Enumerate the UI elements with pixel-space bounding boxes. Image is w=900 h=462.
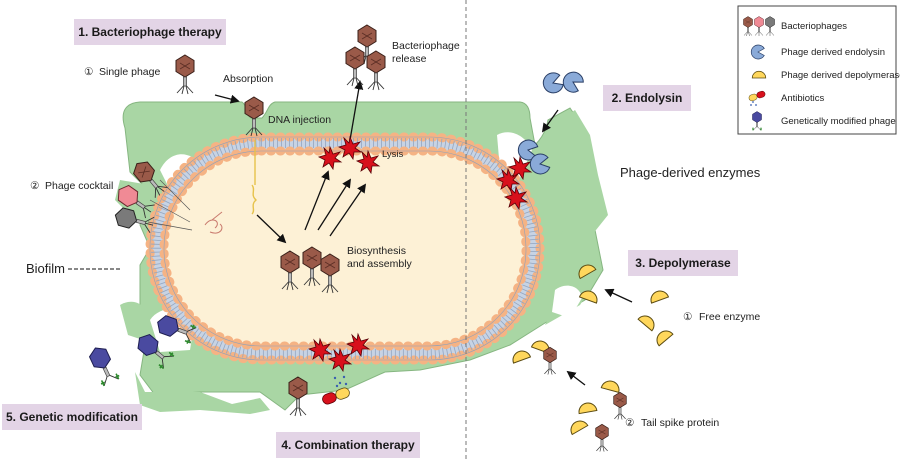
- phage-cocktail-number: ②: [30, 180, 40, 192]
- section-title-4: 4. Combination therapy: [281, 438, 415, 452]
- biofilm-label: Biofilm: [26, 261, 65, 276]
- legend-label-gm-phage: Genetically modified phage: [781, 116, 896, 127]
- free-enzyme-label: Free enzyme: [699, 311, 760, 323]
- section-title-1: 1. Bacteriophage therapy: [78, 25, 222, 39]
- dna-injection-label: DNA injection: [268, 114, 331, 126]
- phage-cocktail-group: [112, 157, 193, 235]
- single-phage-label: Single phage: [99, 66, 160, 78]
- legend-label-endolysin: Phage derived endolysin: [781, 47, 885, 58]
- cocktail-dna: [204, 211, 223, 234]
- lysis-label: Lysis: [382, 149, 404, 160]
- tail-spike-group: [509, 337, 627, 452]
- bacterial-cell: [145, 132, 545, 365]
- release-label-line1: Bacteriophage: [392, 40, 460, 52]
- section-title-5: 5. Genetic modification: [6, 410, 138, 424]
- single-phage-number: ①: [84, 66, 94, 78]
- released-phage-icon: [345, 46, 365, 87]
- dna-strand: [251, 140, 258, 215]
- section-title-3: 3. Depolymerase: [635, 256, 731, 270]
- legend-label-antibiotics: Antibiotics: [781, 93, 825, 104]
- biosynthesis-label-line1: Biosynthesis: [347, 245, 406, 257]
- phage-cocktail-label: Phage cocktail: [45, 180, 113, 192]
- antibiotic-capsule-icon: [322, 387, 350, 405]
- process-arrows: [214, 80, 633, 386]
- antibiotics-icon: [748, 90, 766, 102]
- legend-label-depolymerase: Phage derived depolymerase: [781, 70, 900, 81]
- absorption-label: Absorption: [223, 73, 273, 85]
- biosynthesis-label-line2: and assembly: [347, 258, 413, 270]
- legend: Bacteriophages Phage derived endolysin P…: [737, 5, 900, 135]
- free-enzyme-number: ①: [683, 311, 693, 323]
- single-phage-icon: [175, 54, 195, 95]
- tail-spike-label: Tail spike protein: [641, 417, 719, 429]
- phage-derived-enzymes-label: Phage-derived enzymes: [620, 165, 761, 180]
- tail-spike-number: ②: [625, 417, 635, 429]
- section-title-2: 2. Endolysin: [612, 91, 683, 105]
- legend-label-bacteriophages: Bacteriophages: [781, 21, 847, 32]
- released-phage-icon: [366, 50, 386, 91]
- release-label-line2: release: [392, 53, 427, 65]
